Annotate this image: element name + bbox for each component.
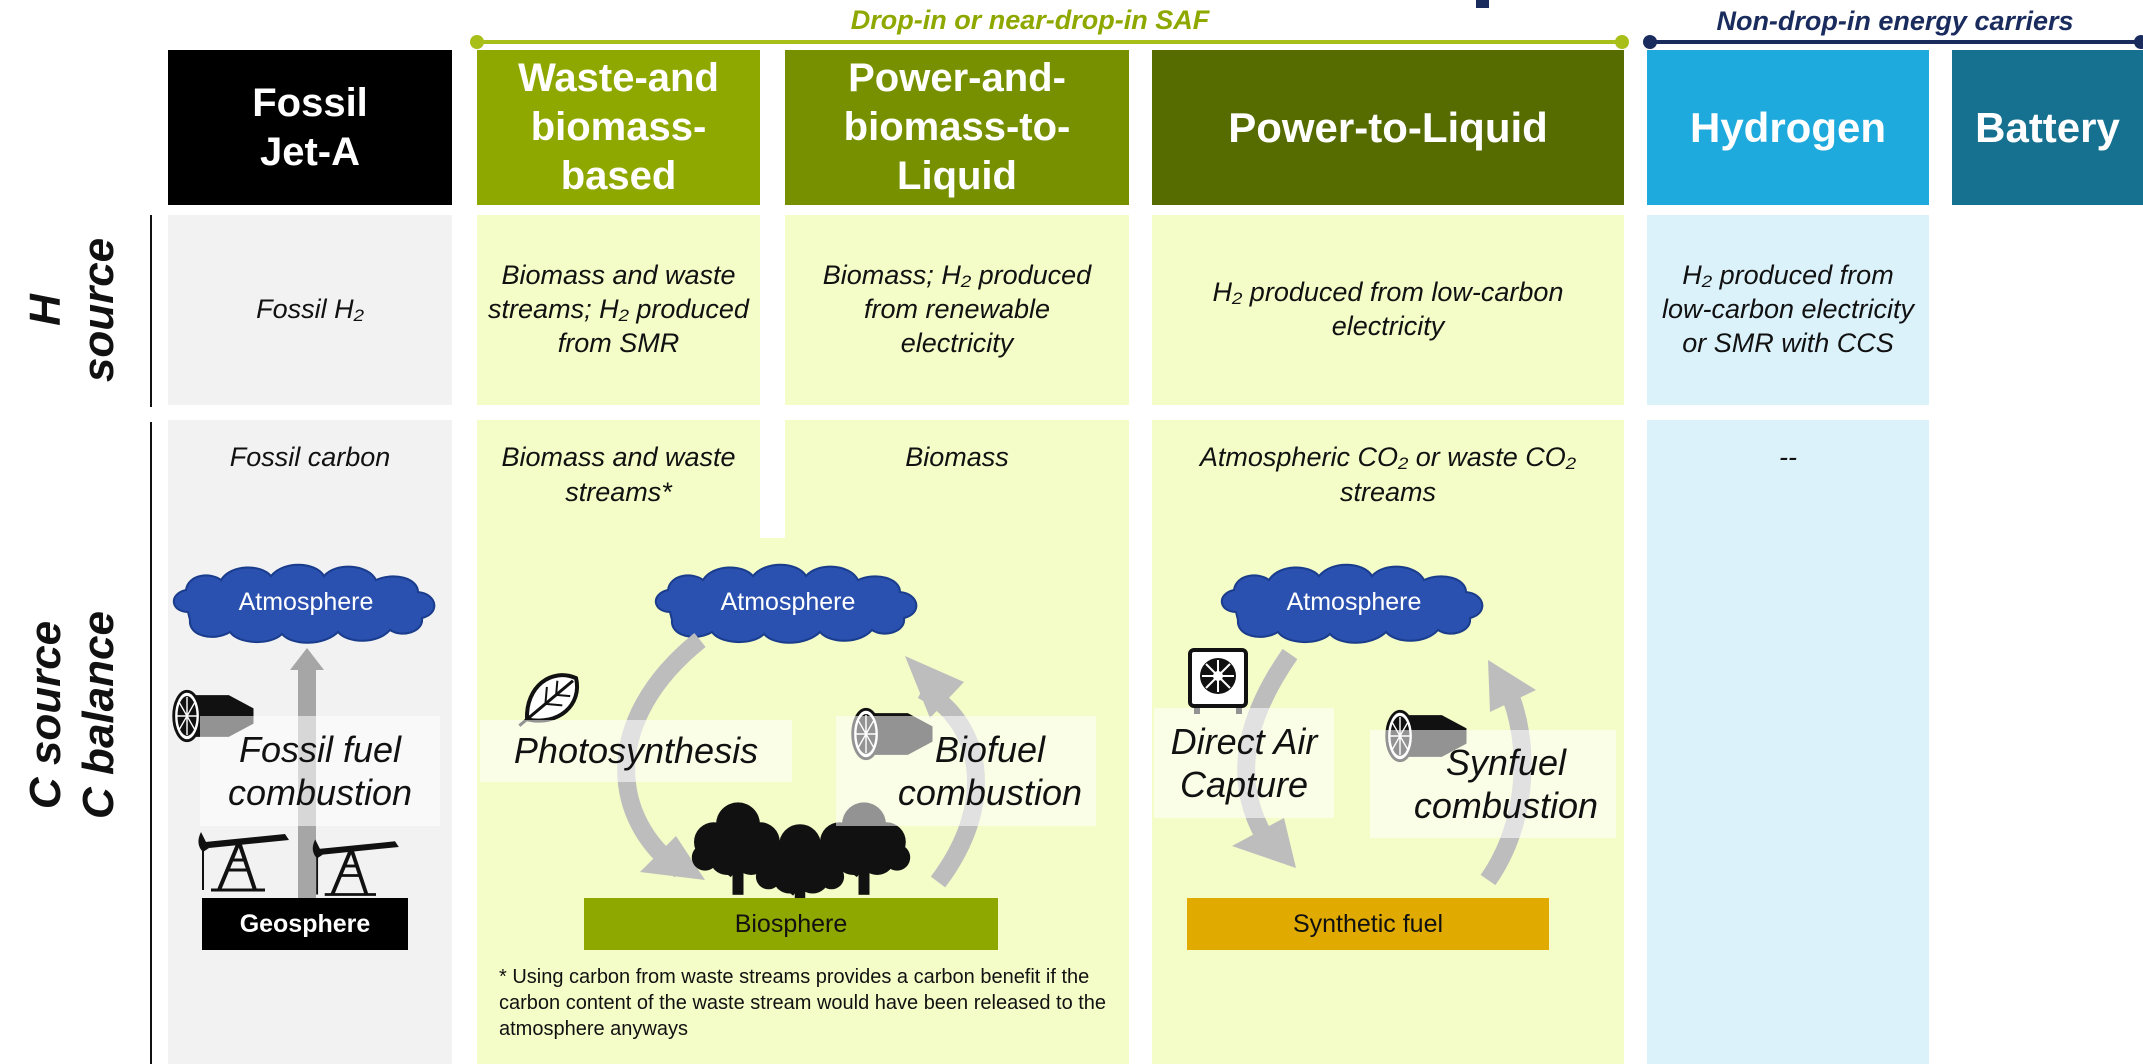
c-source-waste: Biomass and waste streams* [501,442,736,508]
c-source-pbtl: Biomass [905,442,1009,472]
saf-group-label: Drop-in or near-drop-in SAF [850,5,1210,35]
oil-pump-icon-2 [310,837,401,897]
biomass-atmosphere-label: Atmosphere [720,588,856,616]
column-header-battery: Battery [1952,50,2143,205]
fossil-h-cell-bg [168,215,452,405]
row-divider-h [150,215,152,407]
geosphere-label: Geosphere [239,909,371,938]
biofuel-combustion-label: Biofuel combustion [836,716,1096,826]
ptl-h-cell-bg [1152,215,1624,405]
column-header-power-to-liquid: Power-to-Liquid [1152,50,1624,205]
c-source-fossil: Fossil carbon [229,442,391,472]
synfuel-combustion-label: Synfuel combustion [1370,730,1616,838]
oil-pump-icon-1 [196,830,291,892]
column-header-waste-biomass: Waste-and biomass- based [477,50,760,205]
h-source-pbtl: Biomass; H₂ produced from renewable elec… [822,260,1092,358]
direct-air-capture-label: Direct Air Capture [1154,708,1334,818]
synthetic-fuel-label: Synthetic fuel [1292,909,1444,938]
pbtl-h-cell-bg [785,215,1129,405]
h-source-fossil: Fossil H₂ [256,294,364,325]
row-divider-c [150,422,152,1064]
hydrogen-c-cell-bg [1647,420,1929,1064]
column-header-fossil: Fossil Jet-A [168,50,452,205]
footnote: * Using carbon from waste streams provid… [499,966,1107,1040]
photosynthesis-label: Photosynthesis [480,720,792,782]
column-header-hydrogen: Hydrogen [1647,50,1929,205]
biosphere-label: Biosphere [734,909,848,938]
fossil-combustion-label: Fossil fuel combustion [200,716,440,826]
fossil-atmosphere-label: Atmosphere [238,588,374,616]
group-lines [470,0,2143,49]
direct-air-capture-icon [1188,648,1248,714]
leaf-icon [518,673,580,727]
column-header-power-biomass-liquid: Power-and- biomass-to- Liquid [785,50,1129,205]
c-source-hydrogen: -- [1779,442,1797,472]
non-drop-in-group-label: Non-drop-in energy carriers [1716,6,2074,36]
column-gap-notch [760,420,785,538]
hydrogen-h-cell-bg [1647,215,1929,405]
c-source-ptl: Atmospheric CO₂ or waste CO₂ streams [1199,442,1577,508]
ptl-atmosphere-label: Atmosphere [1286,588,1422,616]
waste-h-cell-bg [477,215,760,405]
h-source-hydrogen: H₂ produced from low-carbon electricity … [1661,260,1915,358]
h-source-waste: Biomass and waste streams; H₂ produced f… [488,260,749,358]
h-source-ptl: H₂ produced from low-carbon electricity [1212,277,1564,341]
